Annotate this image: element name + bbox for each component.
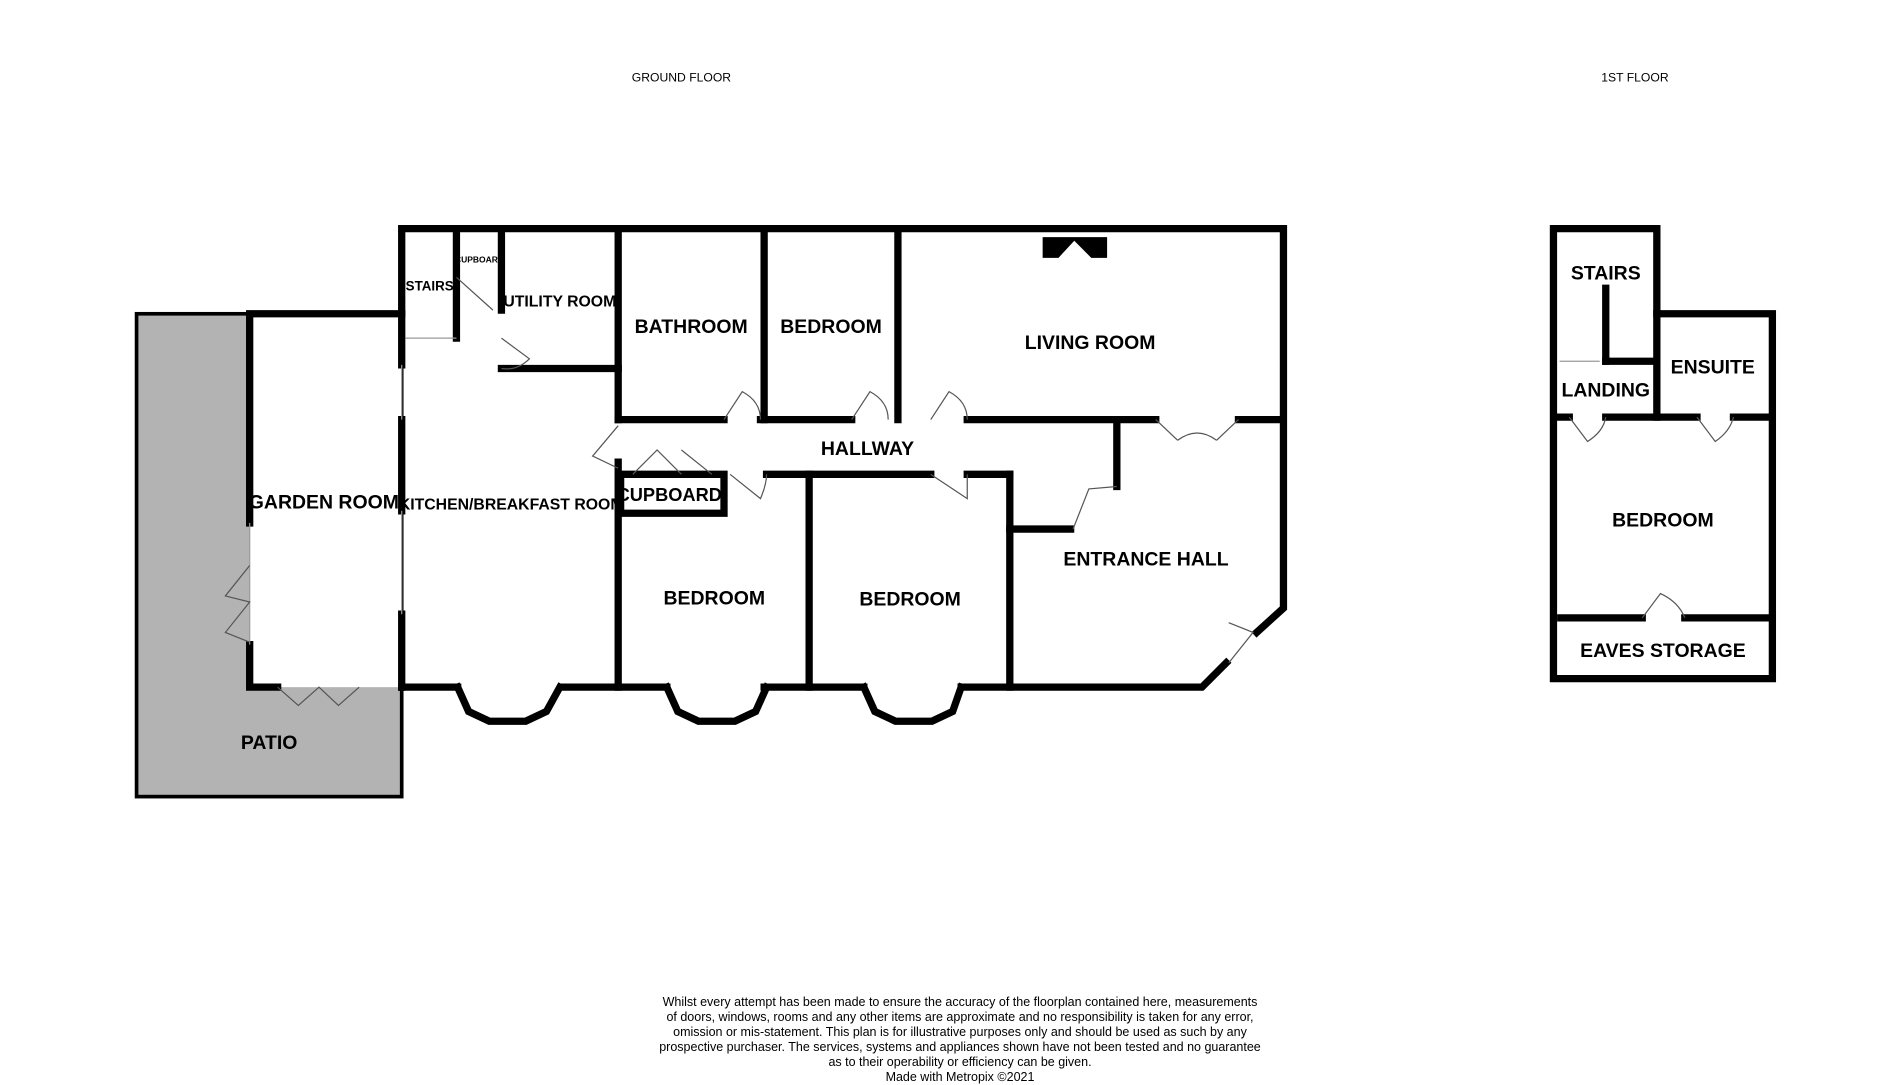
room-label-entrance-hall: ENTRANCE HALL [1063, 549, 1228, 571]
credit: Made with Metropix ©2021 [885, 1070, 1035, 1084]
garden-room-area [249, 313, 402, 688]
room-label-stairs: STAIRS [406, 279, 454, 294]
room-label-living-room: LIVING ROOM [1025, 332, 1156, 354]
room-label-patio: PATIO [241, 732, 298, 754]
room-label-cupboard-2: CUPBOARD [617, 484, 722, 505]
ground-floor-title: GROUND FLOOR [632, 70, 732, 84]
room-label-bedroom-3: BEDROOM [859, 589, 961, 611]
room-label-landing: LANDING [1561, 379, 1650, 401]
room-label-kitchen: KITCHEN/BREAKFAST ROOM [399, 497, 624, 514]
disclaimer-line: Whilst every attempt has been made to en… [662, 995, 1258, 1009]
room-label-cupboard: CUPBOARD [455, 255, 504, 265]
disclaimer-line: of doors, windows, rooms and any other i… [666, 1010, 1254, 1024]
room-label-garden-room: GARDEN ROOM [249, 491, 399, 513]
room-label-stairs-1f: STAIRS [1571, 263, 1641, 285]
room-label-bedroom-2: BEDROOM [664, 587, 766, 609]
disclaimer-line: as to their operability or efficiency ca… [828, 1055, 1092, 1069]
room-label-hallway: HALLWAY [821, 438, 914, 460]
room-label-bedroom: BEDROOM [780, 316, 882, 338]
room-label-bedroom-1f: BEDROOM [1612, 510, 1714, 532]
disclaimer: Whilst every attempt has been made to en… [640, 995, 1280, 1085]
room-labels: STAIRS CUPBOARD UTILITY ROOM BATHROOM BE… [241, 255, 1755, 754]
disclaimer-line: prospective purchaser. The services, sys… [659, 1040, 1261, 1054]
first-floor-title: 1ST FLOOR [1601, 70, 1669, 84]
ground-floor-walls [224, 225, 1288, 725]
room-label-eaves-storage: EAVES STORAGE [1580, 640, 1746, 662]
room-label-utility-room: UTILITY ROOM [503, 293, 616, 310]
room-label-bathroom: BATHROOM [635, 316, 748, 338]
disclaimer-line: omission or mis-statement. This plan is … [673, 1025, 1247, 1039]
room-label-ensuite: ENSUITE [1671, 356, 1755, 378]
first-floor-walls [1549, 225, 1777, 683]
